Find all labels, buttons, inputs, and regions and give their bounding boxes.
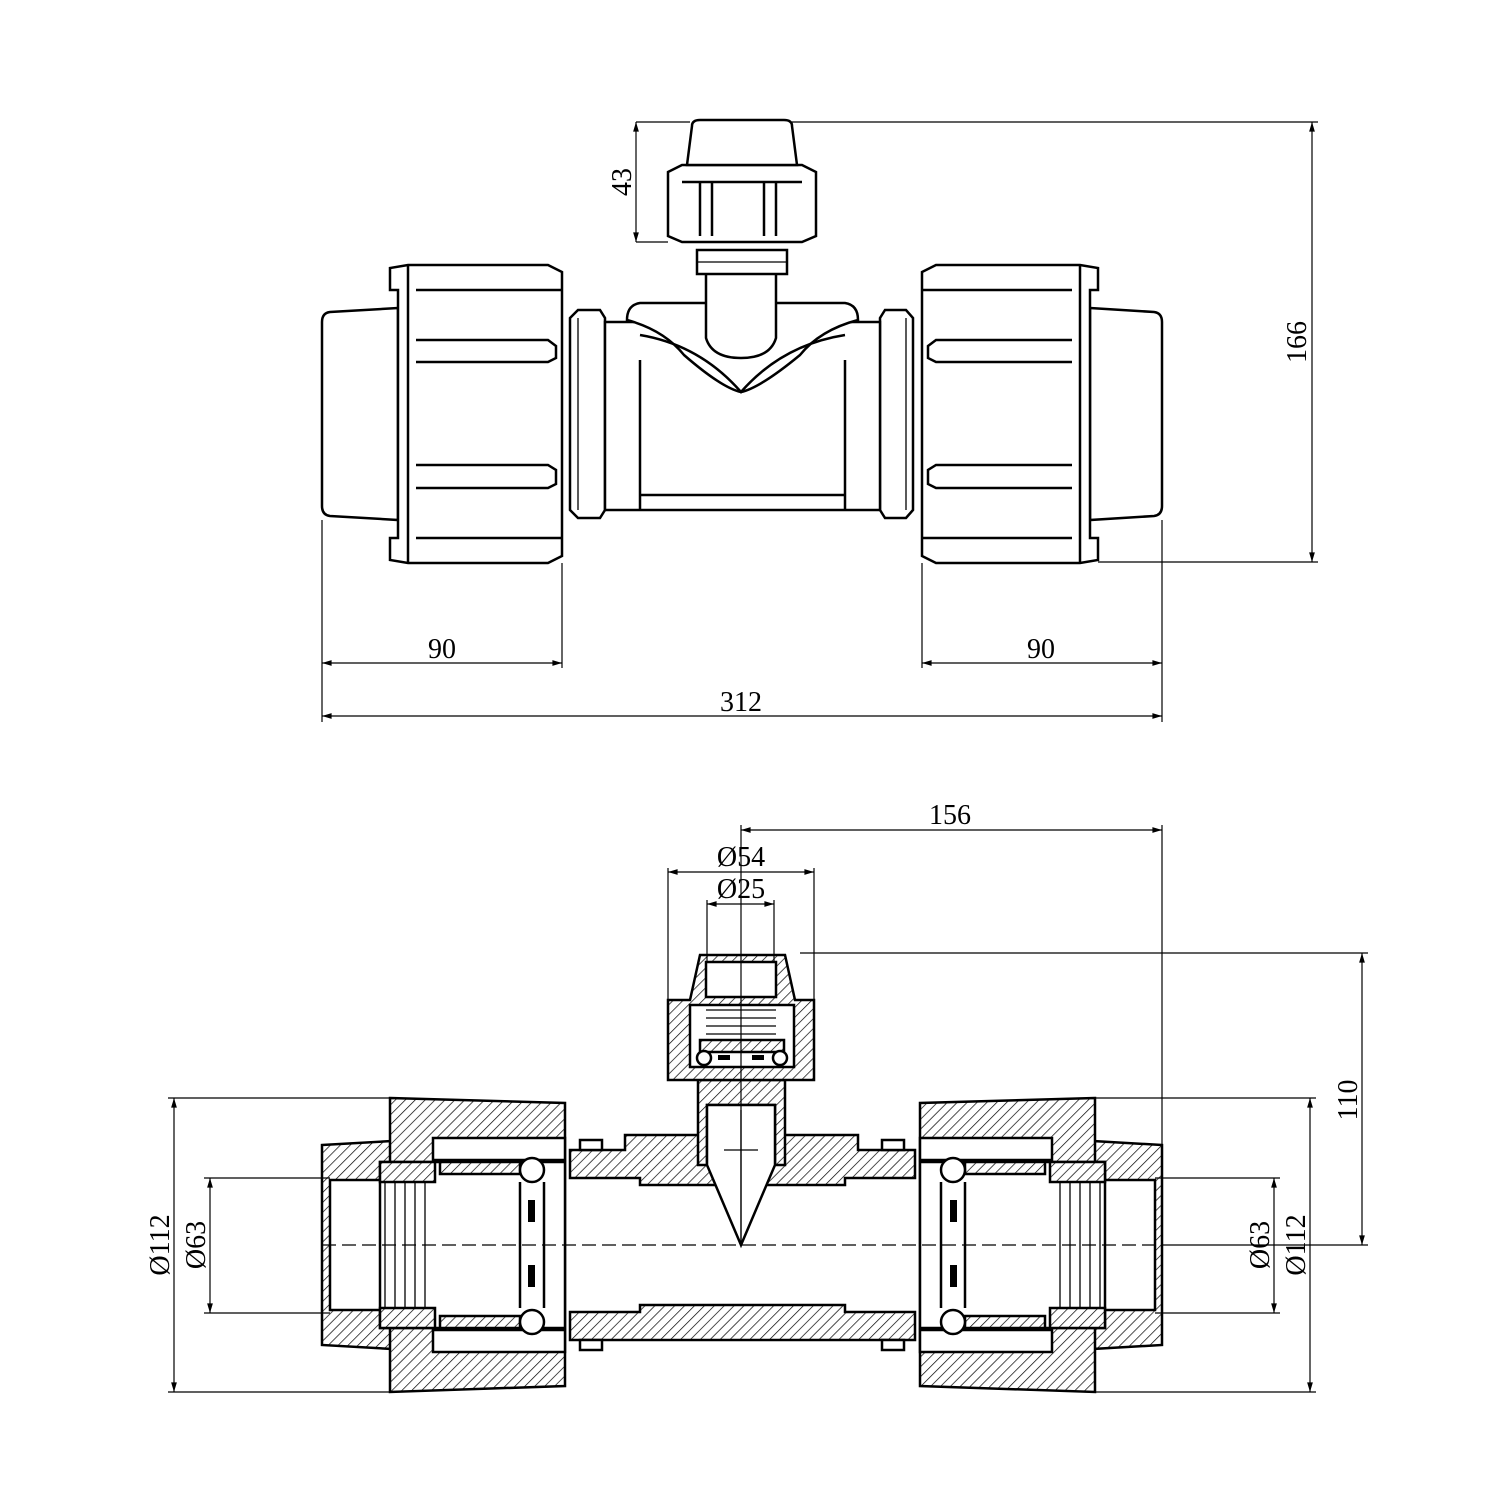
- dim-total-height: 166: [1282, 321, 1313, 363]
- section-view: 156 Ø54 Ø25 110 Ø112 Ø63 Ø63 Ø112: [145, 800, 1368, 1394]
- dim-branch-inner-diameter: Ø25: [717, 874, 765, 905]
- dim-branch-outer-diameter: Ø54: [717, 842, 765, 873]
- dim-right-length: 90: [1027, 634, 1055, 665]
- dim-left-pipe-diameter: Ø63: [181, 1221, 212, 1269]
- dim-left-length: 90: [428, 634, 456, 665]
- top-view: 43 166 90 90 312: [320, 118, 1318, 722]
- dim-branch-axis-height: 110: [1333, 1080, 1364, 1121]
- dim-left-outer-diameter: Ø112: [145, 1214, 176, 1275]
- dim-total-length: 312: [720, 687, 762, 718]
- dim-right-outer-diameter: Ø112: [1281, 1214, 1312, 1275]
- dim-branch-height: 43: [607, 168, 638, 196]
- dim-branch-offset: 156: [929, 800, 971, 831]
- dim-right-pipe-diameter: Ø63: [1245, 1221, 1276, 1269]
